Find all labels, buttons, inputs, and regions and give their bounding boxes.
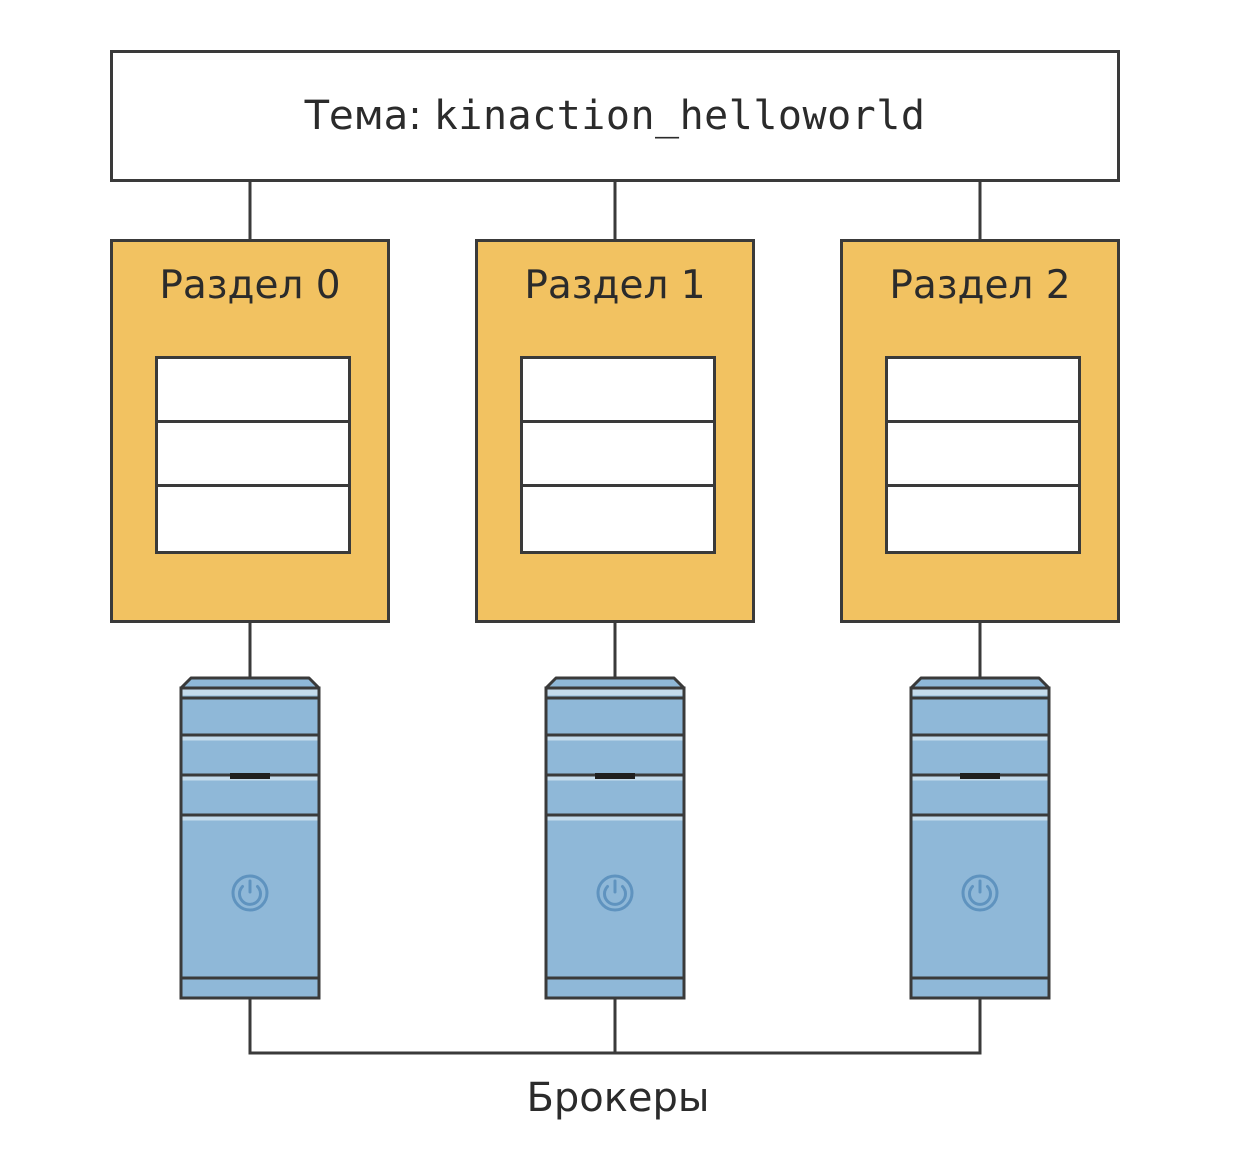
broker-server-2-icon: [909, 676, 1051, 1000]
log-record: [888, 423, 1078, 487]
log-record: [158, 487, 348, 551]
log-record: [523, 359, 713, 423]
topic-box: Тема: kinaction_helloworld: [110, 50, 1120, 182]
partition-1-log-stack: [520, 356, 716, 554]
broker-server-0-icon: [179, 676, 321, 1000]
partition-0-log-stack: [155, 356, 351, 554]
partition-2-box: Раздел 2: [840, 239, 1120, 623]
log-record: [158, 423, 348, 487]
partition-1-title: Раздел 1: [524, 263, 706, 308]
log-record: [523, 423, 713, 487]
topic-name-label: kinaction_helloworld: [433, 93, 926, 139]
broker-server-1-icon: [544, 676, 686, 1000]
partition-1-box: Раздел 1: [475, 239, 755, 623]
log-record: [888, 359, 1078, 423]
brokers-label: Брокеры: [526, 1075, 710, 1121]
log-record: [888, 487, 1078, 551]
log-record: [523, 487, 713, 551]
log-record: [158, 359, 348, 423]
topic-prefix-label: Тема:: [304, 93, 422, 139]
partition-2-log-stack: [885, 356, 1081, 554]
partition-0-title: Раздел 0: [159, 263, 341, 308]
partition-0-box: Раздел 0: [110, 239, 390, 623]
partition-2-title: Раздел 2: [889, 263, 1071, 308]
